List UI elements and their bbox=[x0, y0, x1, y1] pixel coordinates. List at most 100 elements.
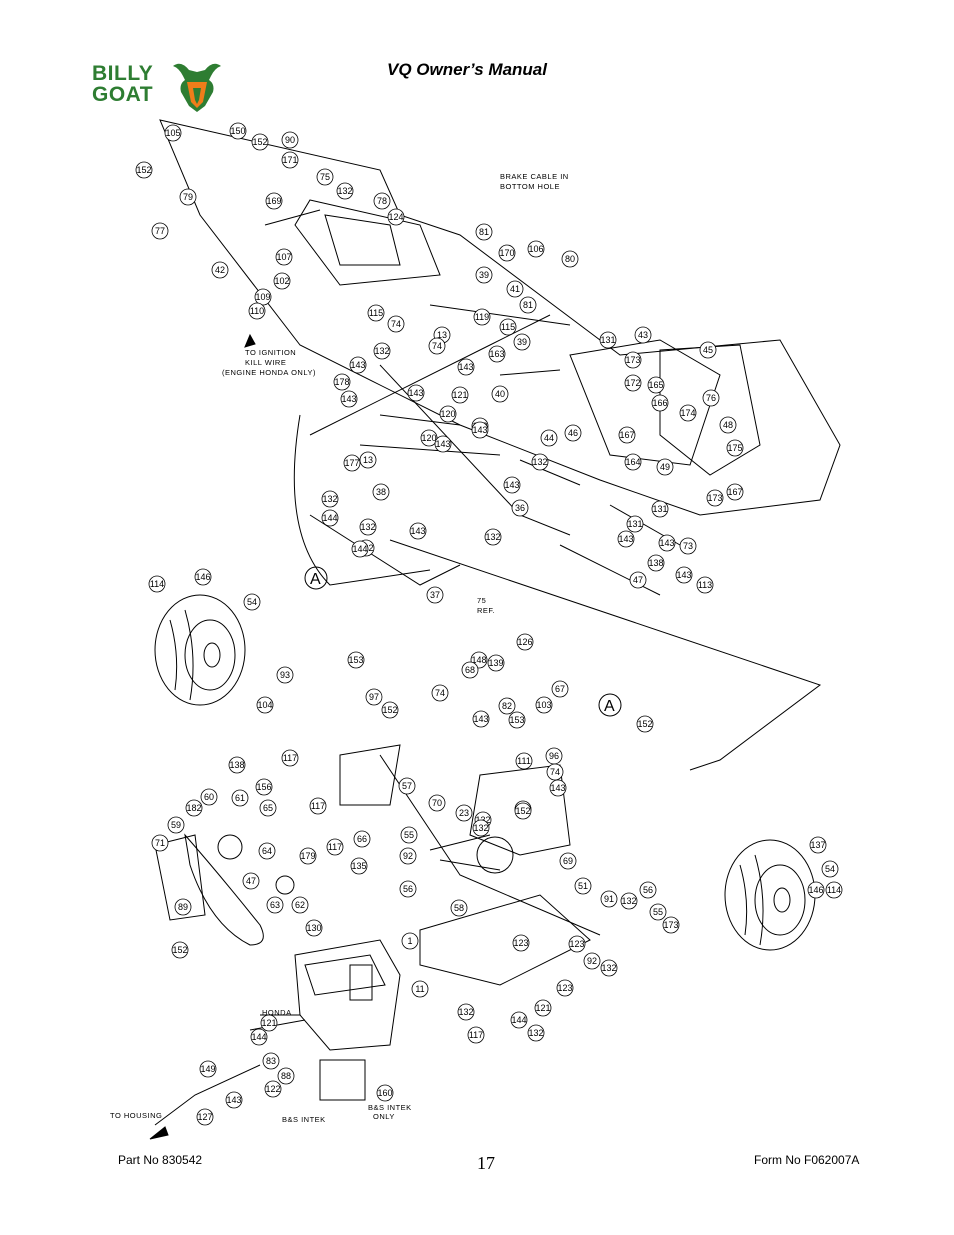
callout-143: 143 bbox=[617, 530, 635, 548]
engine-mount-plate bbox=[319, 1059, 366, 1101]
callout-74: 74 bbox=[546, 763, 564, 781]
callout-number: 89 bbox=[178, 902, 188, 912]
callout-144: 144 bbox=[321, 509, 339, 527]
callout-41: 41 bbox=[506, 280, 524, 298]
callout-79: 79 bbox=[179, 188, 197, 206]
callout-143: 143 bbox=[434, 435, 452, 453]
callout-number: 177 bbox=[344, 458, 359, 468]
callout-number: 123 bbox=[569, 939, 584, 949]
callout-103: 103 bbox=[535, 696, 553, 714]
callout-number: 92 bbox=[403, 851, 413, 861]
exploded-parts-diagram: A A BRAKE CABLE IN BOTTOM HOLE TO IGNITI… bbox=[110, 119, 843, 1140]
callout-130: 130 bbox=[305, 919, 323, 937]
callout-90: 90 bbox=[281, 131, 299, 149]
callout-64: 64 bbox=[258, 842, 276, 860]
handle-bar-left bbox=[293, 414, 431, 586]
callout-number: 11 bbox=[415, 984, 424, 994]
pulley-cover bbox=[154, 834, 206, 921]
callout-172: 172 bbox=[624, 374, 642, 392]
callout-number: 36 bbox=[515, 503, 525, 513]
callout-144: 144 bbox=[250, 1028, 268, 1046]
transmission-housing bbox=[339, 744, 401, 806]
callout-143: 143 bbox=[675, 566, 693, 584]
callout-number: 111 bbox=[517, 756, 531, 766]
callout-number: 49 bbox=[660, 462, 670, 472]
callout-40: 40 bbox=[491, 385, 509, 403]
callout-173: 173 bbox=[624, 351, 642, 369]
callout-143: 143 bbox=[225, 1091, 243, 1109]
callout-number: 68 bbox=[465, 665, 475, 675]
callout-number: 106 bbox=[528, 244, 543, 254]
callout-number: 120 bbox=[421, 433, 436, 443]
callout-47: 47 bbox=[629, 571, 647, 589]
note-ignition-3: (ENGINE HONDA ONLY) bbox=[222, 368, 316, 377]
callout-105: 105 bbox=[164, 124, 182, 142]
callout-48: 48 bbox=[719, 416, 737, 434]
callout-123: 123 bbox=[568, 935, 586, 953]
callout-number: 48 bbox=[723, 420, 733, 430]
callout-163: 163 bbox=[488, 345, 506, 363]
callout-number: 149 bbox=[200, 1064, 215, 1074]
callout-number: 56 bbox=[643, 885, 653, 895]
callout-number: 93 bbox=[280, 670, 290, 680]
callout-number: 174 bbox=[680, 408, 695, 418]
callout-number: 152 bbox=[136, 165, 151, 175]
callout-61: 61 bbox=[231, 789, 249, 807]
callout-165: 165 bbox=[647, 376, 665, 394]
callout-number: 143 bbox=[226, 1095, 241, 1105]
callout-109: 109 bbox=[254, 288, 272, 306]
callout-number: 127 bbox=[197, 1112, 212, 1122]
callout-132: 132 bbox=[457, 1003, 475, 1021]
callout-number: 173 bbox=[707, 493, 722, 503]
callout-number: 47 bbox=[246, 876, 256, 886]
callout-1: 1 bbox=[401, 932, 419, 950]
callout-78: 78 bbox=[373, 192, 391, 210]
callout-127: 127 bbox=[196, 1108, 214, 1126]
callout-number: 144 bbox=[511, 1015, 526, 1025]
callout-number: 97 bbox=[369, 692, 379, 702]
callout-138: 138 bbox=[647, 554, 665, 572]
callout-56: 56 bbox=[639, 881, 657, 899]
chassis-plate bbox=[419, 894, 591, 986]
callout-number: 143 bbox=[410, 526, 425, 536]
detail-a-label-top: A bbox=[310, 571, 321, 588]
handle-bar-cross bbox=[309, 314, 551, 436]
callout-number: 38 bbox=[376, 487, 386, 497]
right-cover bbox=[659, 344, 761, 476]
control-panel bbox=[324, 214, 401, 266]
callout-number: 79 bbox=[183, 192, 193, 202]
callout-93: 93 bbox=[276, 666, 294, 684]
callout-number: 63 bbox=[270, 900, 280, 910]
callout-143: 143 bbox=[340, 390, 358, 408]
callout-45: 45 bbox=[699, 341, 717, 359]
detail-a-label-bottom: A bbox=[604, 698, 615, 715]
callout-153: 153 bbox=[347, 651, 365, 669]
note-to-housing: TO HOUSING bbox=[110, 1111, 162, 1120]
callout-number: 109 bbox=[255, 292, 270, 302]
callout-number: 143 bbox=[473, 714, 488, 724]
callout-132: 132 bbox=[484, 528, 502, 546]
callout-number: 132 bbox=[532, 457, 547, 467]
callout-number: 153 bbox=[509, 715, 524, 725]
callout-number: 143 bbox=[676, 570, 691, 580]
callout-number: 138 bbox=[229, 760, 244, 770]
callout-number: 46 bbox=[568, 428, 578, 438]
callout-110: 110 bbox=[248, 302, 266, 320]
callout-55: 55 bbox=[400, 826, 418, 844]
callout-number: 110 bbox=[250, 306, 264, 316]
callout-number: 179 bbox=[300, 851, 315, 861]
detail-a-leader bbox=[389, 539, 822, 771]
callout-62: 62 bbox=[291, 896, 309, 914]
callout-number: 163 bbox=[489, 349, 504, 359]
callout-number: 91 bbox=[604, 894, 614, 904]
callout-number: 1 bbox=[407, 936, 412, 946]
callout-number: 143 bbox=[341, 394, 356, 404]
console-plate bbox=[294, 199, 441, 286]
callout-143: 143 bbox=[471, 421, 489, 439]
callout-number: 74 bbox=[435, 688, 445, 698]
callout-number: 152 bbox=[637, 719, 652, 729]
callout-76: 76 bbox=[702, 389, 720, 407]
callout-number: 117 bbox=[311, 801, 325, 811]
callout-73: 73 bbox=[679, 537, 697, 555]
callout-number: 39 bbox=[479, 270, 489, 280]
